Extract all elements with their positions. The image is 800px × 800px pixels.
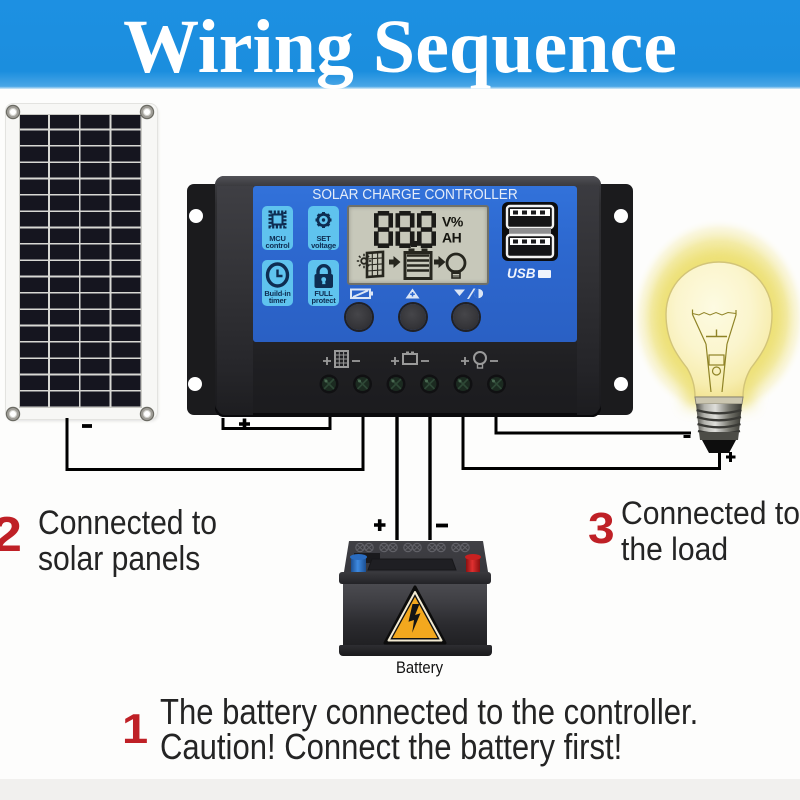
- svg-text:AH: AH: [442, 230, 462, 246]
- svg-text:V%: V%: [442, 214, 464, 230]
